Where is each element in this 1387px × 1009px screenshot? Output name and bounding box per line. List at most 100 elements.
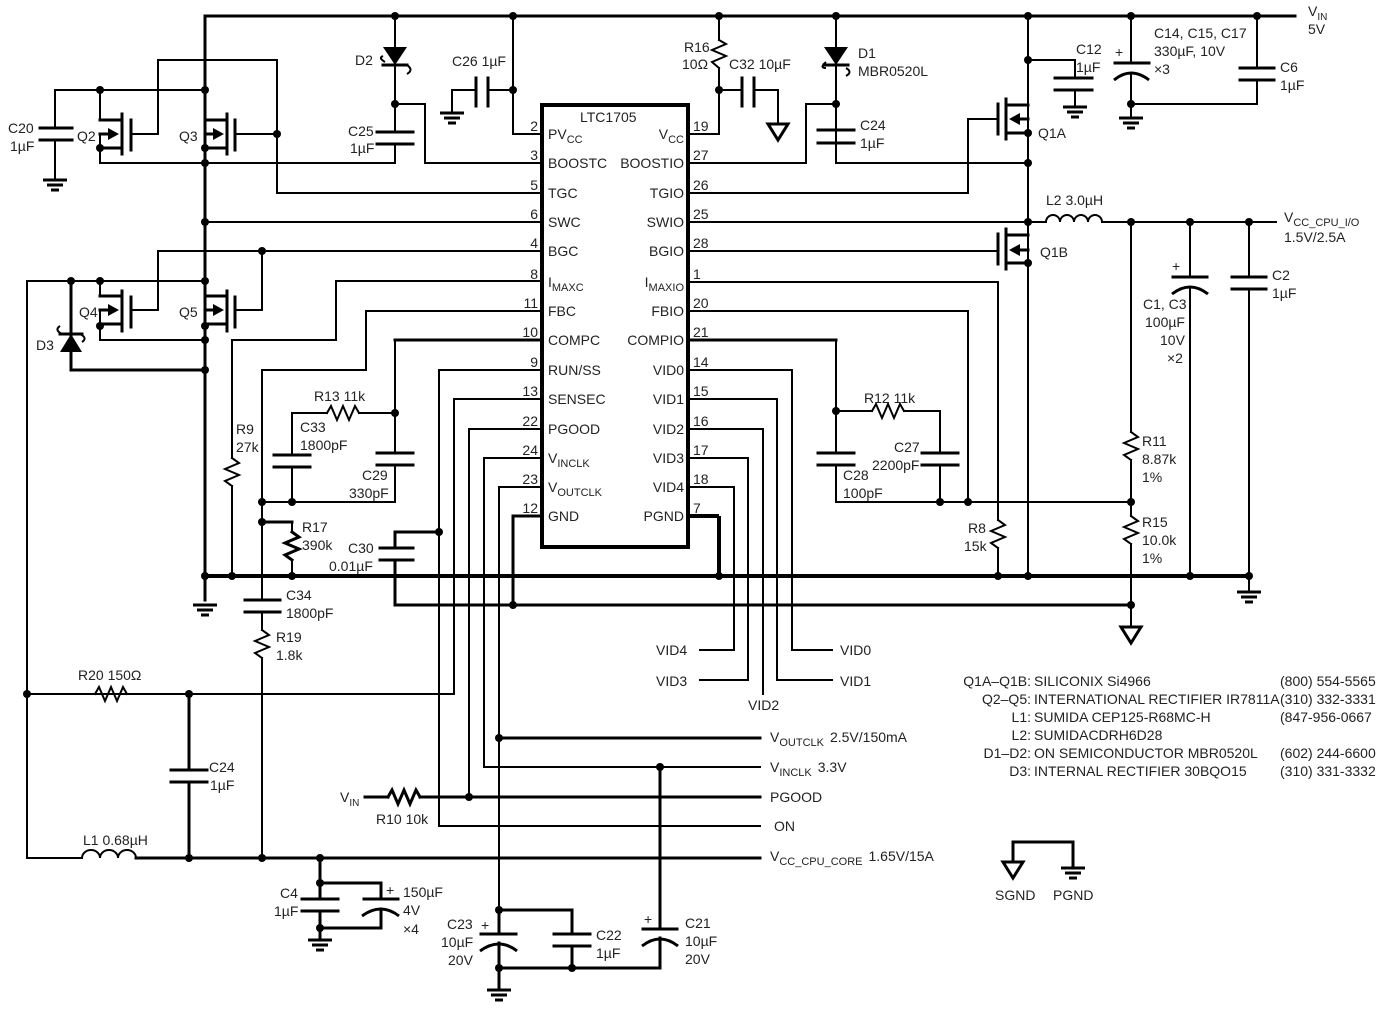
- r9-label: R9: [236, 421, 254, 437]
- pin-name: GND: [548, 508, 579, 524]
- d1-label: D1: [858, 45, 876, 61]
- r10-label: R10 10k: [376, 811, 429, 827]
- pin-number: 28: [693, 235, 709, 251]
- bom-row: Q1A–Q1B:SILICONIX Si4966(800) 554-5565: [963, 673, 1376, 689]
- pin-name: VCC: [659, 126, 684, 146]
- c30-value: 0.01µF: [329, 558, 373, 574]
- r15-tolerance: 1%: [1142, 550, 1162, 566]
- bom-ref: L1:: [1012, 709, 1031, 725]
- pin-name: BOOSTIO: [620, 155, 684, 171]
- pin-name: VINCLK: [548, 450, 590, 470]
- bom-phone: (310) 331-3332: [1280, 763, 1376, 779]
- bom-part: SILICONIX Si4966: [1034, 673, 1151, 689]
- r16-c32-area: [687, 15, 790, 142]
- pin-number: 26: [693, 177, 709, 193]
- vid0-label: VID0: [840, 642, 871, 658]
- q4-q5-area: [26, 247, 543, 859]
- pin-name: BGC: [548, 243, 578, 259]
- pin-number: 20: [693, 295, 709, 311]
- c12-value: 1µF: [1076, 59, 1100, 75]
- pin-number: 9: [530, 354, 538, 370]
- r17-value: 390k: [302, 537, 333, 553]
- c14-plus: +: [1115, 44, 1123, 60]
- r12-label: R12 11k: [864, 390, 916, 406]
- c14-mult: ×3: [1154, 61, 1170, 77]
- pin-name: VID1: [653, 391, 684, 407]
- q1b-label: Q1B: [1040, 244, 1068, 260]
- pin-number: 14: [693, 354, 709, 370]
- c1-plus: +: [1172, 258, 1180, 274]
- pin-number: 16: [693, 413, 709, 429]
- pin-number: 5: [530, 177, 538, 193]
- on-label: ON: [774, 818, 795, 834]
- pin-name: SWIO: [647, 214, 684, 230]
- ground-buses: [191, 514, 1253, 617]
- d1-c24-area: [687, 15, 1029, 164]
- r10-area: [363, 786, 423, 808]
- vin-label: VIN: [1308, 3, 1327, 23]
- c6-label: C6: [1280, 59, 1298, 75]
- bom-phone: (602) 244-6600: [1280, 745, 1376, 761]
- r19-label: R19: [276, 629, 302, 645]
- bom-row: D3:INTERNAL RECTIFIER 30BQO15(310) 331-3…: [1009, 763, 1376, 779]
- bom-part: ON SEMICONDUCTOR MBR0520L: [1034, 745, 1258, 761]
- c24a-label: C24: [860, 117, 886, 133]
- q5-label: Q5: [179, 304, 198, 320]
- pin-name: IMAXIO: [645, 274, 685, 294]
- c6-value: 1µF: [1280, 77, 1304, 93]
- c25-label: C25: [348, 123, 374, 139]
- l2-label: L2 3.0µH: [1046, 192, 1103, 208]
- c29-label: C29: [362, 467, 388, 483]
- pin-number: 1: [693, 266, 701, 282]
- core-output-area: [23, 684, 762, 952]
- q1a-label: Q1A: [1038, 125, 1067, 141]
- pin-name: PGND: [644, 508, 684, 524]
- pin-number: 13: [522, 383, 538, 399]
- bom-phone: (847-956-0667: [1280, 709, 1372, 725]
- bom-row: L2:SUMIDACDRH6D28: [1012, 727, 1163, 743]
- pin-name: COMPIO: [627, 332, 684, 348]
- q3-label: Q3: [179, 128, 198, 144]
- c22-label: C22: [596, 927, 622, 943]
- pin-name: BOOSTC: [548, 155, 607, 171]
- c22-value: 1µF: [596, 945, 620, 961]
- core-feedback-area: [26, 280, 762, 911]
- c26-label: C26 1µF: [452, 53, 506, 69]
- bom-ref: Q2–Q5:: [982, 691, 1031, 707]
- pin-number: 8: [530, 266, 538, 282]
- c21-plus: +: [644, 911, 652, 927]
- pin-number: 2: [530, 118, 538, 134]
- c32-label: C32 10µF: [729, 56, 791, 72]
- vio-label: VCC_CPU_I/O: [1284, 209, 1360, 229]
- pin-number: 4: [530, 235, 538, 251]
- ic-right-pins: 19VCC27BOOSTIO26TGIO25SWIO28BGIO1IMAXIO2…: [620, 118, 709, 524]
- c14-label: C14, C15, C17: [1154, 25, 1247, 41]
- vid-lines: [687, 369, 833, 695]
- pin-number: 11: [523, 295, 538, 311]
- pin-number: 6: [530, 206, 538, 222]
- q2-mosfet: [96, 59, 278, 164]
- c2-value: 1µF: [1272, 285, 1296, 301]
- d3-label: D3: [36, 337, 54, 353]
- pin-name: SWC: [548, 214, 581, 230]
- ltc1705-ic: [540, 103, 690, 549]
- c28-value: 100pF: [843, 485, 883, 501]
- q3-mosfet: [201, 59, 543, 194]
- c4-value: 1µF: [274, 903, 298, 919]
- r11-label: R11: [1142, 433, 1167, 449]
- bom-part: INTERNATIONAL RECTIFIER IR7811A: [1034, 691, 1280, 707]
- input-caps-area: [1113, 15, 1276, 130]
- r11-tolerance: 1%: [1142, 469, 1162, 485]
